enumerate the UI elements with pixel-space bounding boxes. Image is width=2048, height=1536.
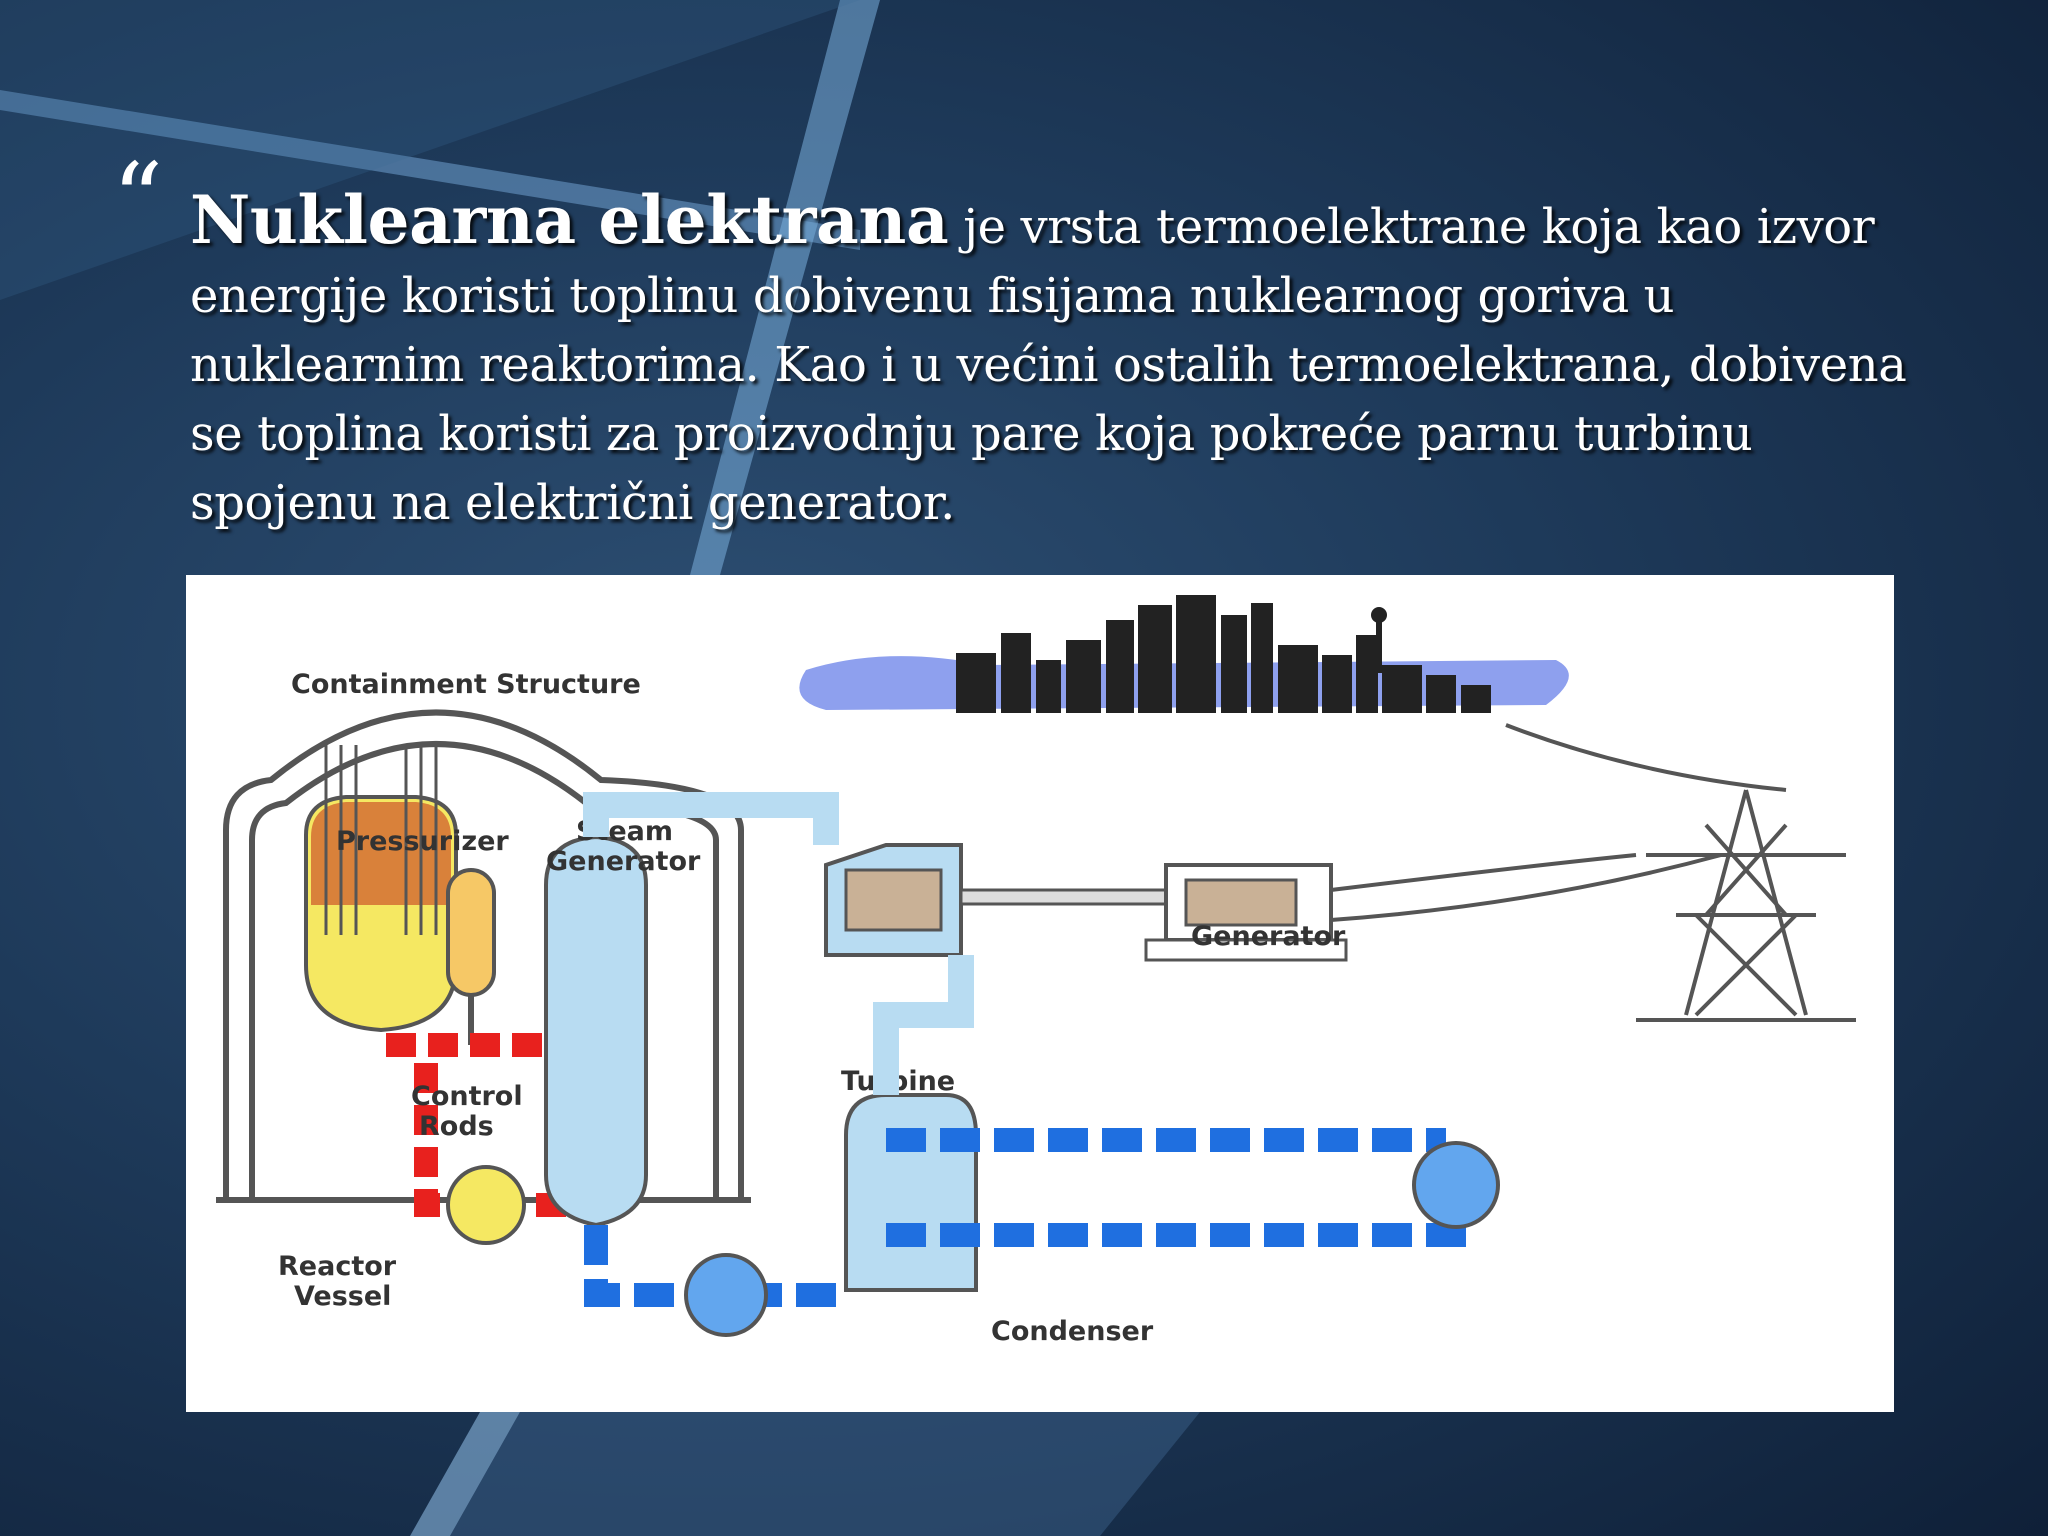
label-reactor-2: Vessel bbox=[294, 1281, 391, 1312]
feedwater-loop bbox=[584, 1225, 846, 1337]
steam-pipe bbox=[583, 792, 839, 845]
generator bbox=[1144, 863, 1348, 962]
nuclear-plant-diagram: Containment Structure Reactor Vessel Pre… bbox=[186, 575, 1894, 1412]
reactor-vessel bbox=[304, 745, 458, 1033]
turbine bbox=[824, 843, 963, 957]
label-generator: Generator bbox=[1191, 921, 1346, 952]
turbine-shaft bbox=[959, 888, 1173, 906]
cooling-water-loop bbox=[886, 1128, 1500, 1247]
label-control-2: Rods bbox=[419, 1111, 494, 1142]
slide-body-text: Nuklearna elektrana je vrsta termoelektr… bbox=[190, 186, 1910, 538]
steam-generator bbox=[544, 834, 648, 1228]
city-skyline bbox=[799, 595, 1569, 713]
lead-term: Nuklearna elektrana bbox=[190, 181, 949, 259]
quote-mark: “ bbox=[112, 141, 164, 258]
transmission-tower bbox=[1330, 723, 1856, 1022]
label-steam-2: Generator bbox=[546, 846, 701, 877]
label-containment: Containment Structure bbox=[291, 669, 641, 700]
label-control-1: Control bbox=[411, 1081, 523, 1112]
pressurizer bbox=[446, 868, 496, 1045]
label-pressurizer: Pressurizer bbox=[336, 826, 509, 857]
primary-pump bbox=[446, 1165, 526, 1245]
label-reactor-1: Reactor bbox=[278, 1251, 397, 1282]
definition-text: je vrsta termoelektrane koja kao izvor e… bbox=[190, 199, 1907, 531]
label-condenser: Condenser bbox=[991, 1316, 1154, 1347]
